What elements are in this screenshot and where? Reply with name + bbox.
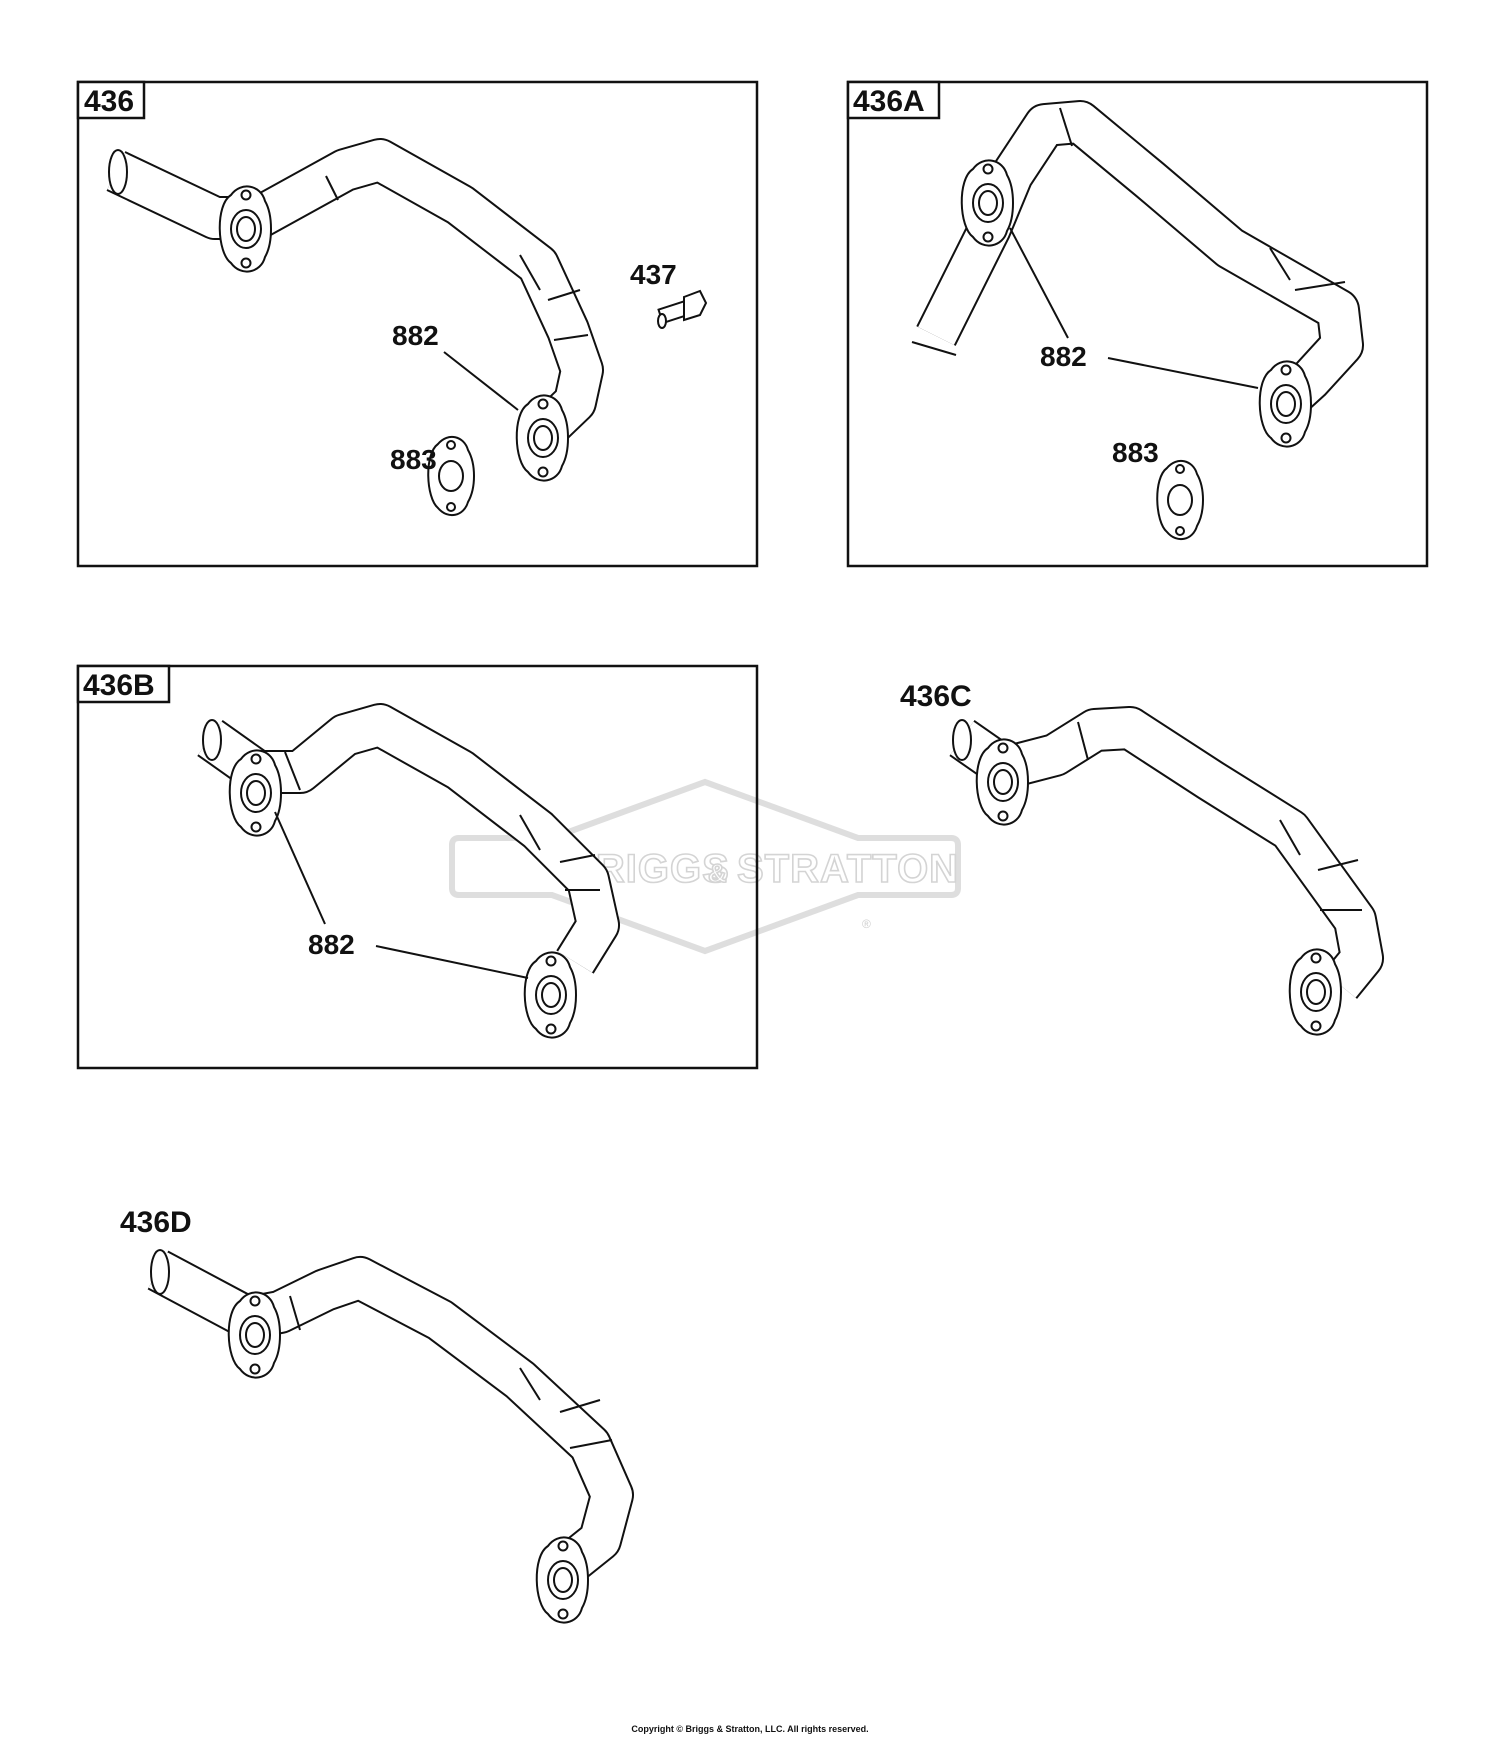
panel-436: 436 437 882 883 bbox=[76, 80, 759, 568]
panel-frame bbox=[846, 80, 1429, 568]
panel-tag-box bbox=[846, 80, 941, 120]
callout-882: 882 bbox=[308, 929, 355, 960]
panel-label-436d: 436D bbox=[120, 1206, 192, 1239]
leader-882-a bbox=[274, 811, 326, 925]
panel-label-436c: 436C bbox=[900, 680, 972, 713]
exhaust-pipe-436a bbox=[911, 100, 1364, 448]
exhaust-pipe-436c bbox=[949, 706, 1384, 1036]
panel-frame bbox=[76, 80, 759, 568]
watermark-ampersand: & bbox=[708, 858, 728, 888]
panel-436c: 436C bbox=[900, 680, 1384, 1036]
panel-436d: 436D bbox=[120, 1206, 634, 1624]
gasket-883 bbox=[1156, 459, 1204, 541]
leader-882-b bbox=[375, 945, 529, 979]
panel-tag-box bbox=[76, 80, 146, 120]
leader-882-a bbox=[1009, 227, 1069, 339]
callout-882: 882 bbox=[1040, 341, 1087, 372]
callout-882: 882 bbox=[392, 320, 439, 351]
panel-tag-box bbox=[76, 664, 171, 704]
bolt-437 bbox=[657, 289, 708, 329]
exhaust-pipe-436b bbox=[197, 703, 620, 1039]
panel-436b: 436B 882 bbox=[76, 664, 759, 1070]
callout-883: 883 bbox=[390, 444, 437, 475]
panel-label-436a: 436A bbox=[853, 85, 925, 118]
exhaust-pipe-436d bbox=[147, 1249, 634, 1624]
panel-label-436b: 436B bbox=[83, 669, 155, 702]
leader-882 bbox=[443, 351, 519, 411]
callout-437: 437 bbox=[630, 259, 677, 290]
panel-label-436: 436 bbox=[84, 85, 134, 118]
watermark-registered: ® bbox=[862, 917, 871, 931]
exhaust-pipe-436 bbox=[106, 138, 604, 482]
callout-883: 883 bbox=[1112, 437, 1159, 468]
watermark-brand-right: STRATTON bbox=[737, 847, 959, 891]
panel-frame bbox=[76, 664, 759, 1070]
copyright-footer: Copyright © Briggs & Stratton, LLC. All … bbox=[631, 1724, 869, 1734]
leader-882-b bbox=[1107, 357, 1259, 389]
panel-436a: 436A 882 883 bbox=[846, 80, 1429, 568]
